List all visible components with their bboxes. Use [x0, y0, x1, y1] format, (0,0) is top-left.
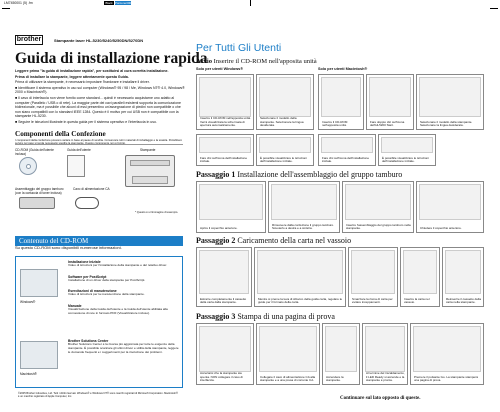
intro-p2: ■ Identificare il sistema operativo in u… — [15, 85, 185, 95]
cable-image — [75, 197, 99, 209]
pantone-chip: Pantone300 — [115, 1, 132, 5]
pass3-step-1: Accertarsi che la stampante sia spenta. … — [196, 323, 254, 385]
doc-code: LM7450001 (5) .fm — [4, 1, 33, 5]
avvio-heading: Avvio Inserire il CD-ROM nell'apposita u… — [196, 58, 317, 65]
intro-p4: ■ Seguire le istruzioni illustrate in qu… — [15, 119, 157, 124]
macintosh-screen-image — [20, 341, 58, 369]
pass3-step-3: Accendere la stampante. — [322, 323, 360, 385]
black-chip: Black — [104, 1, 114, 5]
step-top-1: Inserire il CD-ROM nell'apposita unità. … — [196, 74, 254, 130]
intro-p3: ■ Il cavo di interfaccia non viene forni… — [15, 95, 181, 119]
cd-item-maintenance: Esercitazioni di manutenzione Video di i… — [68, 289, 145, 296]
cdrom-image — [19, 157, 37, 175]
cd-item-solutions: Brother Solutions Center Brother Solutio… — [68, 339, 179, 354]
pass3-heading: Passaggio 3 Stampa di una pagina di prov… — [196, 312, 335, 321]
components-caption: * Questo è un'immagine di esempio. — [135, 211, 179, 214]
components-note: I componenti della confezione possono va… — [15, 139, 183, 146]
intro-block: Leggere prima "la guida di installazione… — [15, 69, 185, 126]
pass1-step-4: Chiudere il coperchio anteriore. — [416, 181, 484, 233]
cdrom-subtitle: Su questo CD-ROM sono disponibili numero… — [15, 245, 122, 250]
component-cdrom-label: CD-ROM (Guida dell'utente inclusa) — [15, 148, 54, 156]
intro-p1: Prima di utilizzare la stampante, è nece… — [15, 80, 150, 85]
pass1-step-1: Aprire il coperchio anteriore. — [196, 181, 266, 233]
cd-item-install: Installazione iniziale Video di istruzio… — [68, 260, 168, 267]
right-title: Per Tutti Gli Utenti — [196, 42, 282, 54]
pass1-step-2: Rimuovere dalla confezione il gruppo tam… — [268, 181, 340, 233]
pass2-step-1: Estrarre completamente il cassetto della… — [196, 247, 252, 307]
mac-users-head: Solo per utenti Macintosh® — [318, 67, 368, 71]
pass2-step-3: Smazzare la risma di carta per evitare i… — [348, 247, 398, 307]
pass3-step-5: Premere il pulsante Go. La stampante sta… — [410, 323, 484, 385]
intro-bold-1: Leggere prima "la guida di installazione… — [15, 69, 169, 73]
cd-item-manual: Manuale Visualizzazione della Guida dell… — [68, 304, 168, 315]
copyright-footer: ©2005 Brother Industries, Ltd. Tutti i d… — [18, 392, 178, 399]
brother-logo: brother — [15, 35, 43, 45]
pass2-heading: Passaggio 2 Caricamento della carta nel … — [196, 236, 352, 245]
step-top-3: Inserire il CD-ROM nell'apposita unità. — [318, 74, 364, 130]
windows-screen-image — [20, 269, 58, 297]
component-printer-label: Stampante — [140, 148, 156, 152]
component-cable-label: Cavo di alimentazione CA — [73, 187, 110, 191]
pass3-step-4: Al termine del riscaldamento, il LED Rea… — [362, 323, 408, 385]
windows-users-head: Solo per utenti Windows® — [196, 67, 244, 71]
component-drum-label: Assemblaggio del gruppo tamburo (con la … — [15, 187, 64, 195]
cdrom-box: Windows® Macintosh® Installazione inizia… — [15, 256, 183, 388]
pass1-step-3: Inserire l'assemblaggio del gruppo tambu… — [342, 181, 414, 233]
pass3-step-2: Collegare il cavo di alimentazione CA al… — [256, 323, 320, 385]
step-mid-2: È possibile visualizzare le istruzioni d… — [256, 134, 314, 166]
step-top-5: Selezionare il modello della stampante. … — [416, 74, 484, 130]
components-box: CD-ROM (Guida dell'utente inclusa) Guida… — [15, 144, 183, 218]
intro-bold-2: Prima di installare la stampante, legger… — [15, 74, 129, 79]
components-heading: Componenti della Confezione — [15, 130, 106, 138]
pass2-step-4: Inserire la carta nel vassoio. — [400, 247, 440, 307]
step-mid-3: Fare clic sull'icona dell'installazione … — [318, 134, 376, 166]
step-top-4: Fare doppio clic sull'icona dell'HL5200 … — [366, 74, 414, 130]
step-mid-1: Fare clic sull'icona dell'installazione … — [196, 134, 254, 166]
pass2-step-2: Mentre si preme la leva di sblocco della… — [254, 247, 346, 307]
pass2-step-5: Reinserire il cassetto della carta nella… — [442, 247, 484, 307]
step-top-2: Selezionare il modello della stampante. … — [256, 74, 314, 130]
model-line: Stampante laser HL-5230/5240/5250DN/5270… — [54, 38, 144, 43]
printer-image — [125, 155, 175, 187]
drum-image — [19, 197, 55, 209]
cdrom-bar: Contenuto del CD-ROM — [15, 236, 183, 246]
continue-note: Continuare sul lato opposto di queste. — [340, 396, 421, 401]
component-guide-label: Guida dell'utente — [67, 148, 91, 152]
page-title: Guida di installazione rapida — [15, 50, 208, 67]
pass1-heading: Passaggio 1 Installazione dell'assemblag… — [196, 170, 403, 179]
print-header: LM7450001 (5) .fm Black Pantone300 — [0, 0, 500, 22]
macintosh-label: Macintosh® — [20, 372, 37, 376]
windows-label: Windows® — [20, 300, 36, 304]
step-mid-4: È possibile visualizzare le istruzioni d… — [378, 134, 436, 166]
guide-image — [67, 155, 85, 177]
cd-item-postscript: Software per PostScript Installazione di… — [68, 275, 146, 282]
